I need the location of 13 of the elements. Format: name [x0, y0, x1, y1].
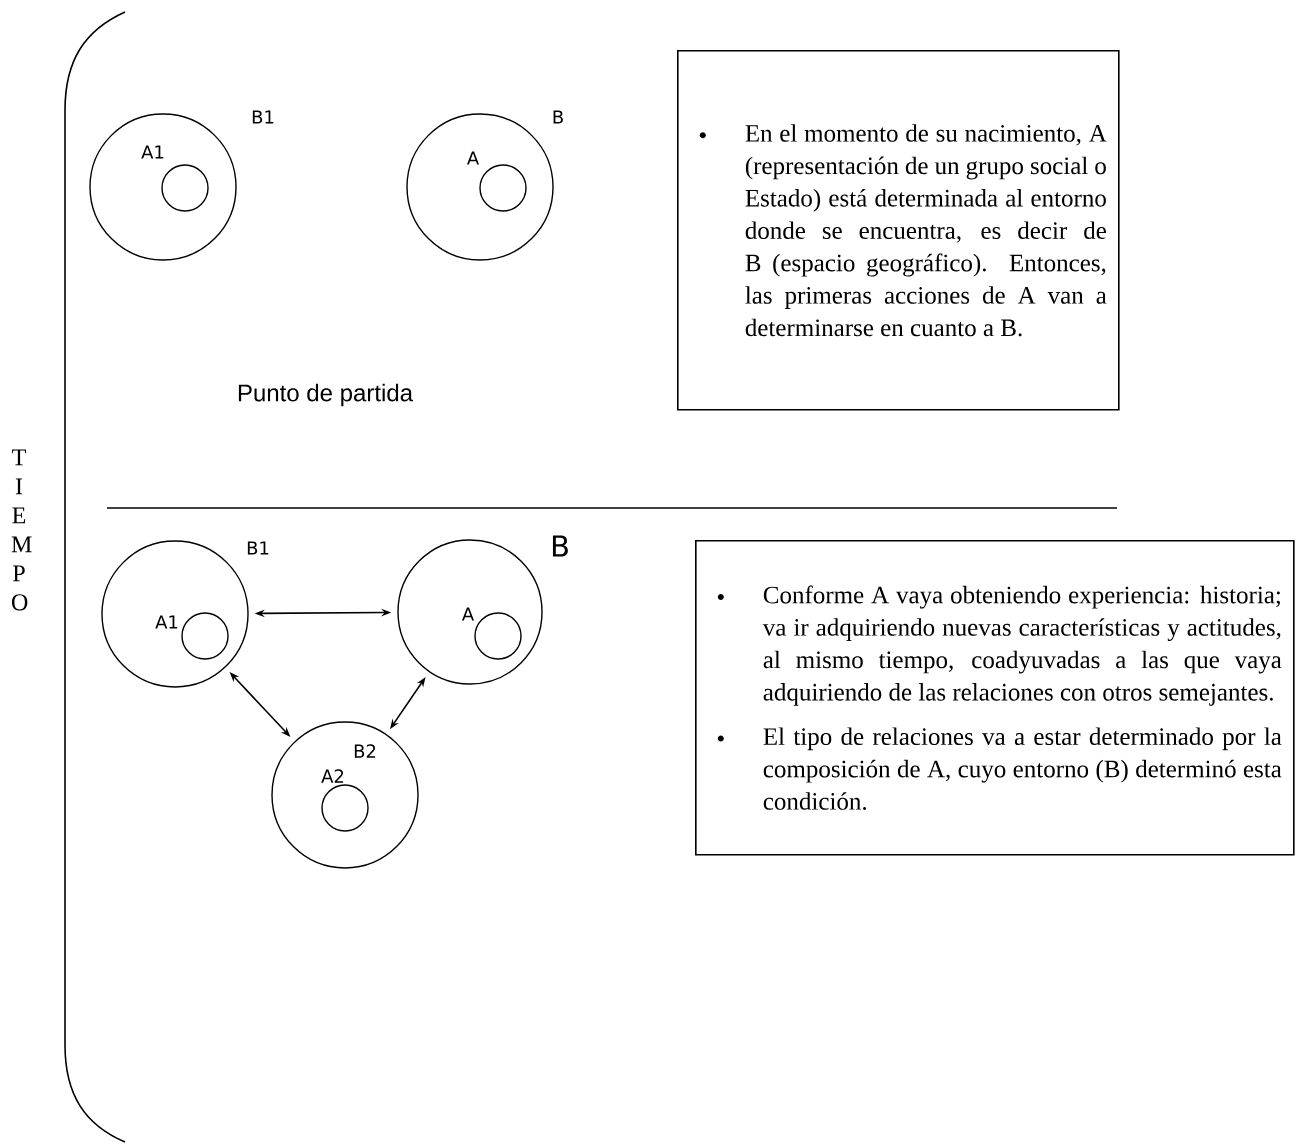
node-label: A2	[321, 769, 344, 783]
node-label: A1	[141, 145, 164, 159]
node-label: B1	[247, 541, 269, 555]
node-label: B	[553, 110, 563, 124]
vertical-label: T I E M P O	[11, 449, 32, 611]
node-label: A	[466, 151, 480, 165]
caption: Punto de partida	[238, 383, 413, 407]
node-label: B1	[252, 110, 274, 124]
node-label: A	[461, 607, 475, 621]
text-box: Conforme A vaya obteniendo experiencia: historia; va ir adquiriendo nuevas características y actitudes, al mismo tiempo, coadyuvadas a las que vaya adquiriendo de las relaciones con otros semejantes. El tipo de relaciones va a estar determinado por la composición de A, cuyo entorno (B) determinó esta condición.	[695, 540, 1295, 856]
node-label: B	[552, 535, 568, 557]
node-label: A1	[155, 615, 178, 629]
text-box: En el momento de su nacimiento, A (representación de un grupo social o Estado) está determinada al entorno donde se encuentra, es decir de B (espacio geográfico). Entonces, las primeras acciones de A van a determinarse en cuanto a B.	[677, 50, 1120, 411]
